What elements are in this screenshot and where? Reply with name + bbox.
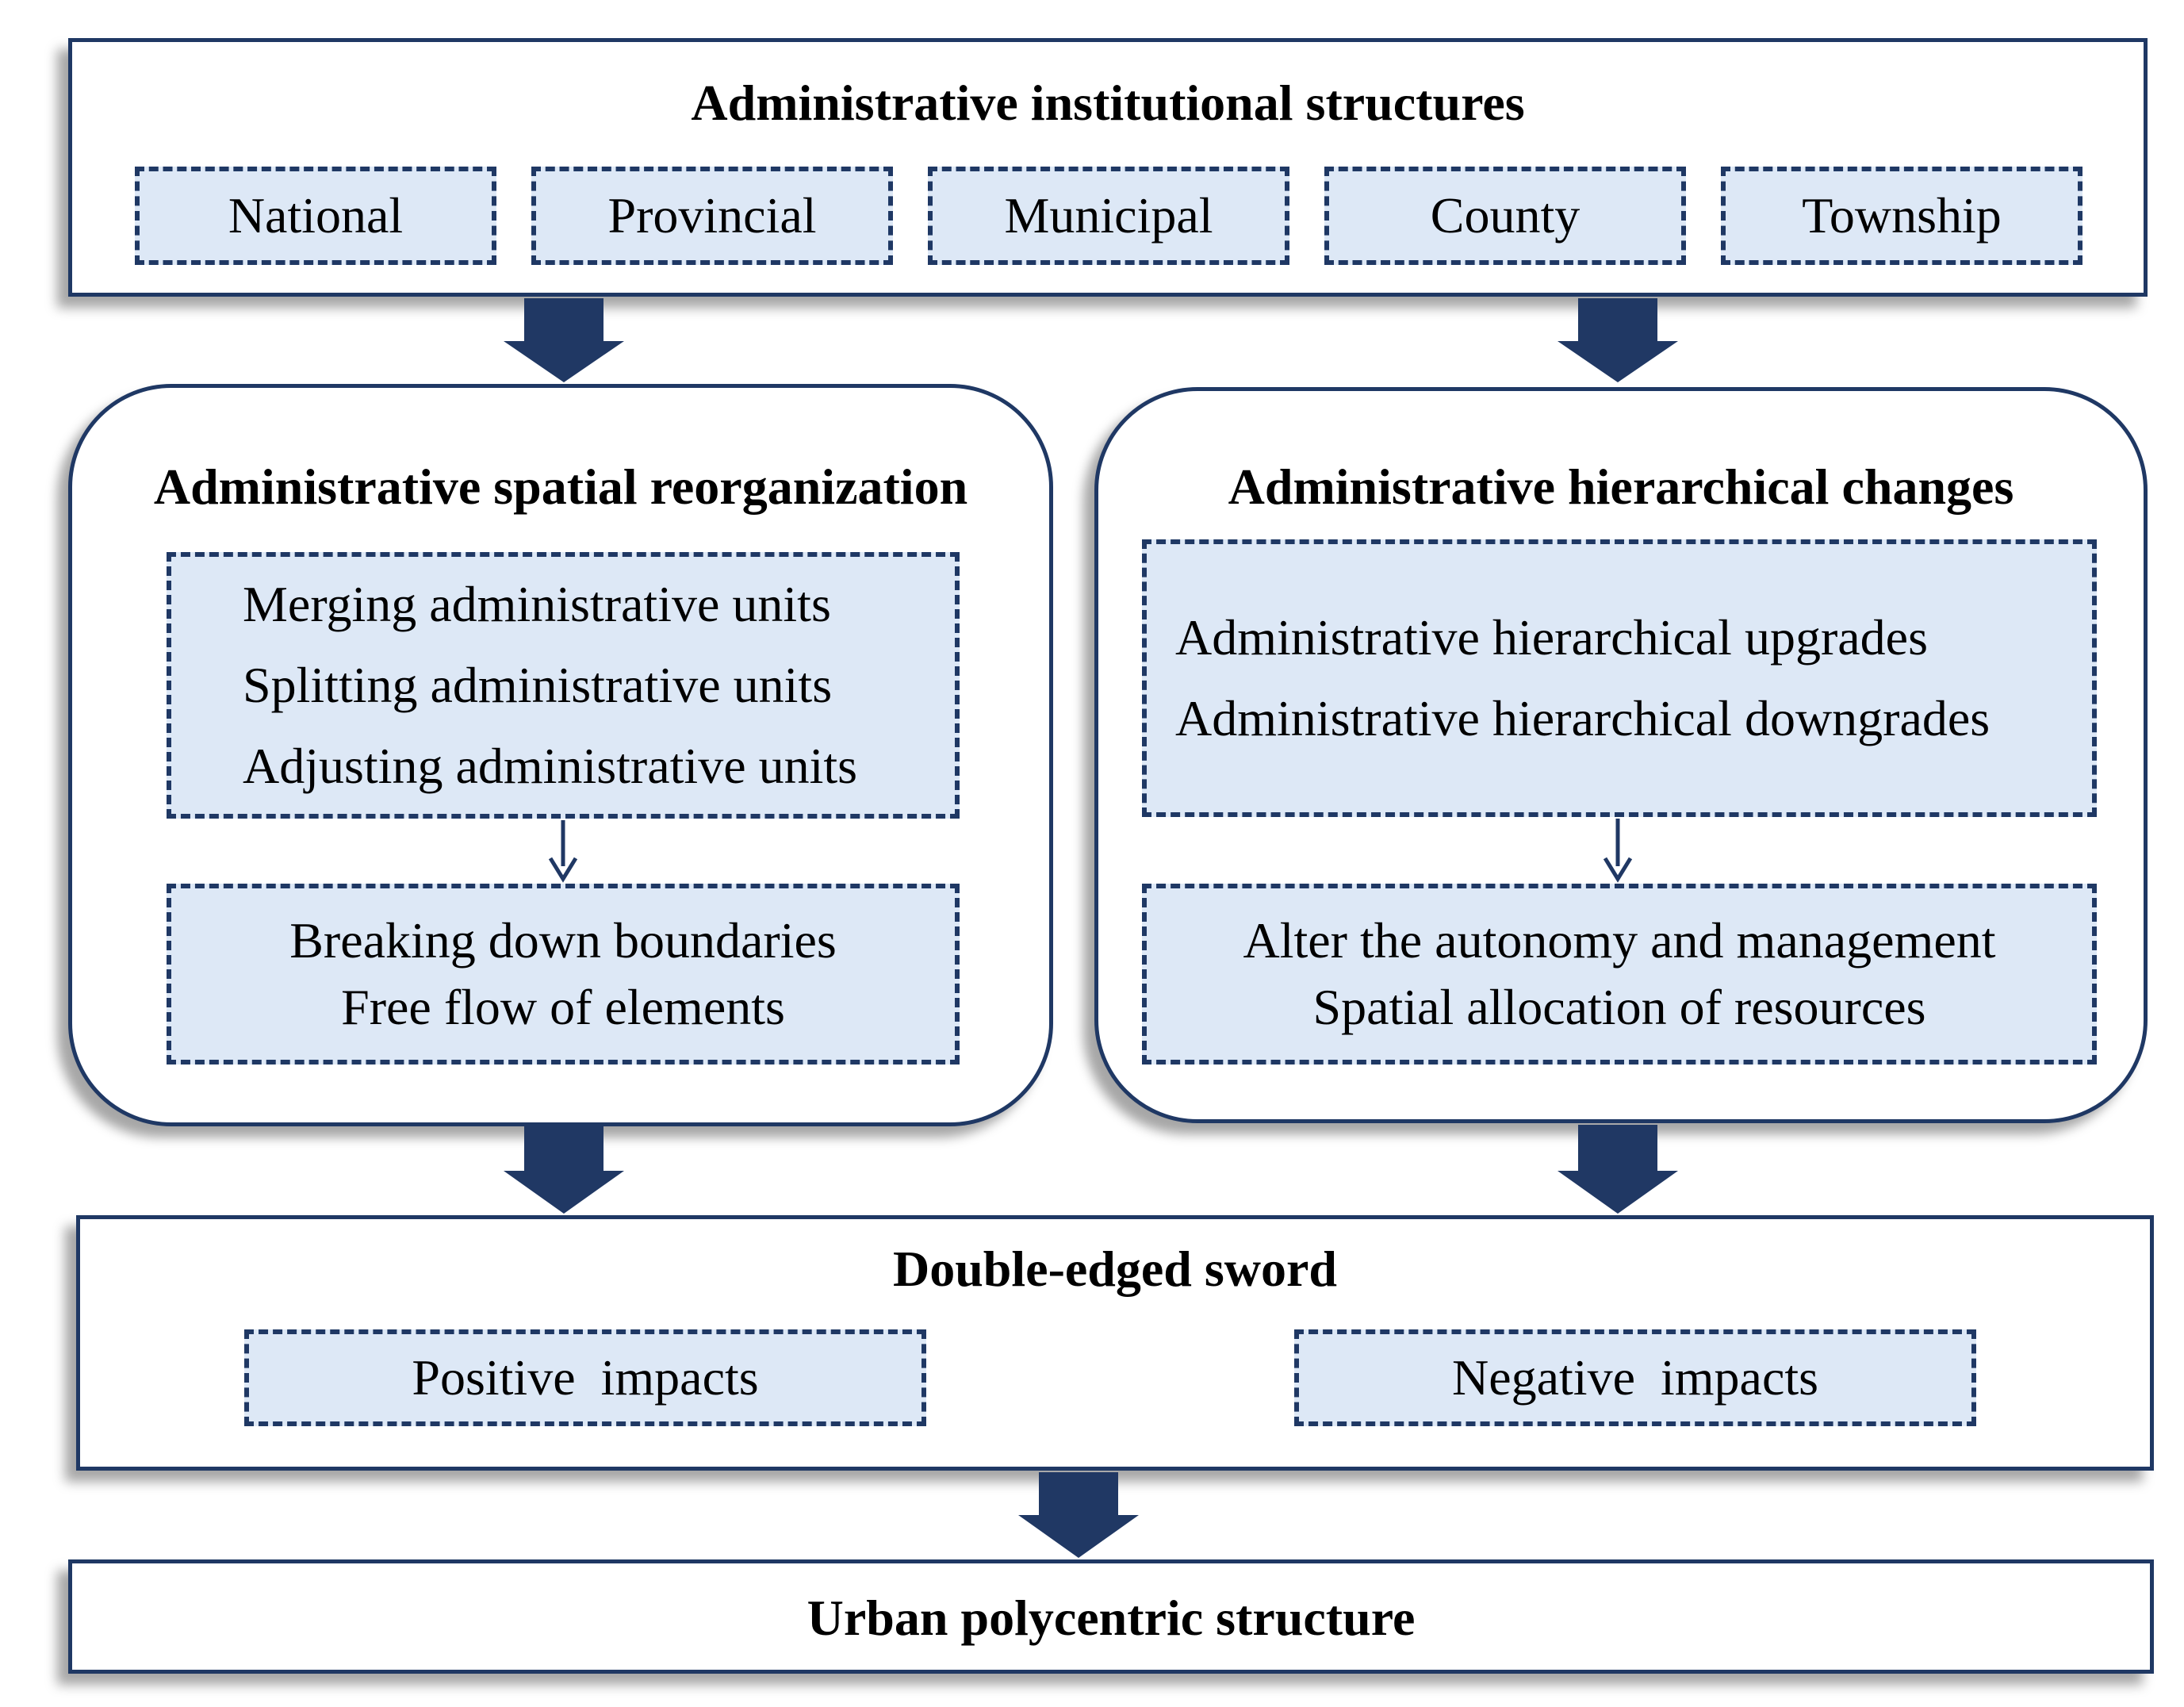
action-upgrades: Administrative hierarchical upgrades <box>1175 609 1928 666</box>
level-municipal: Municipal <box>928 167 1289 265</box>
action-merging: Merging administrative units <box>243 576 831 632</box>
effect-free-flow: Free flow of elements <box>341 979 785 1035</box>
positive-impacts: Positive impacts <box>244 1329 926 1426</box>
spatial-actions-box: Merging administrative units Splitting a… <box>167 552 960 819</box>
level-county: County <box>1324 167 1686 265</box>
action-adjusting: Adjusting administrative units <box>243 738 858 794</box>
effect-boundaries: Breaking down boundaries <box>289 912 837 969</box>
urban-polycentric-title: Urban polycentric structure <box>807 1590 1416 1646</box>
double-edged-sword-title: Double-edged sword <box>892 1241 1338 1297</box>
arrow-top-right <box>1558 298 1678 382</box>
spatial-effects-box: Breaking down boundaries Free flow of el… <box>167 884 960 1064</box>
connector-left-head <box>548 857 578 883</box>
connector-right-head <box>1603 857 1633 883</box>
arrow-bottom <box>1018 1472 1139 1558</box>
effect-autonomy: Alter the autonomy and management <box>1243 912 1996 969</box>
arrow-top-left <box>504 298 624 382</box>
spatial-reorganization-title: Administrative spatial reorganization <box>153 458 968 515</box>
hierarchical-effects-box: Alter the autonomy and management Spatia… <box>1142 884 2097 1064</box>
hierarchical-actions-box: Administrative hierarchical upgrades Adm… <box>1142 539 2097 817</box>
action-downgrades: Administrative hierarchical downgrades <box>1175 690 1991 746</box>
arrow-mid-left <box>504 1126 624 1214</box>
level-national: National <box>135 167 496 265</box>
effect-resources: Spatial allocation of resources <box>1312 979 1926 1035</box>
action-splitting: Splitting administrative units <box>243 657 833 713</box>
level-township: Township <box>1721 167 2082 265</box>
institutional-structures-title: Administrative institutional structures <box>691 75 1525 131</box>
arrow-mid-right <box>1558 1125 1678 1214</box>
urban-polycentric-box <box>68 1559 2154 1674</box>
hierarchical-changes-title: Administrative hierarchical changes <box>1228 458 2014 515</box>
negative-impacts: Negative impacts <box>1294 1329 1976 1426</box>
level-provincial: Provincial <box>531 167 893 265</box>
